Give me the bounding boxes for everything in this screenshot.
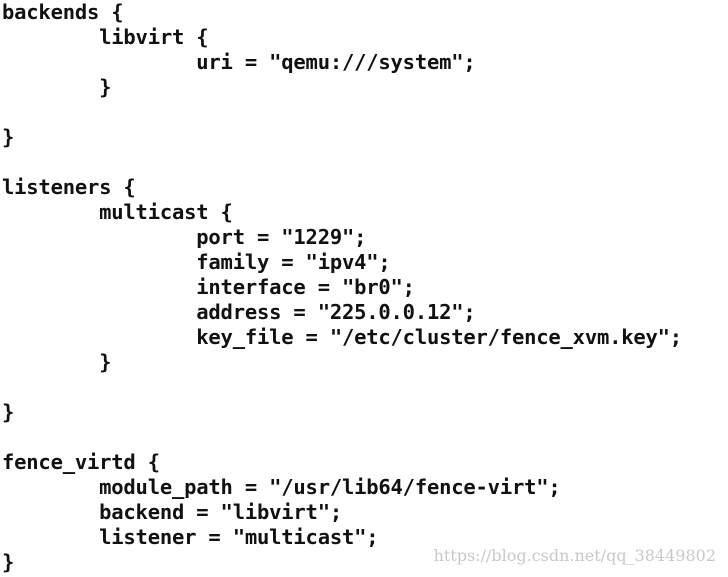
- code-line-10: port = "1229";: [2, 225, 367, 249]
- code-line-12: interface = "br0";: [2, 275, 415, 299]
- code-line-20: module_path = "/usr/lib64/fence-virt";: [2, 475, 561, 499]
- code-line-22: listener = "multicast";: [2, 525, 379, 549]
- code-line-1: backends {: [2, 0, 124, 24]
- code-line-6: }: [2, 125, 15, 149]
- code-line-15: }: [2, 350, 112, 374]
- code-line-4: }: [2, 75, 112, 99]
- code-line-11: family = "ipv4";: [2, 250, 391, 274]
- code-line-14: key_file = "/etc/cluster/fence_xvm.key";: [2, 325, 682, 349]
- code-line-17: }: [2, 400, 15, 424]
- code-line-2: libvirt {: [2, 25, 209, 49]
- code-line-19: fence_virtd {: [2, 450, 160, 474]
- code-line-18: [2, 425, 728, 450]
- code-line-9: multicast {: [2, 200, 233, 224]
- code-line-3: uri = "qemu:///system";: [2, 50, 476, 74]
- watermark: https://blog.csdn.net/qq_38449802: [433, 546, 716, 565]
- code-line-13: address = "225.0.0.12";: [2, 300, 476, 324]
- code-line-21: backend = "libvirt";: [2, 500, 342, 524]
- code-line-5: [2, 100, 728, 125]
- code-line-8: listeners {: [2, 175, 136, 199]
- code-line-23: }: [2, 550, 15, 574]
- code-line-16: [2, 375, 728, 400]
- code-line-7: [2, 150, 728, 175]
